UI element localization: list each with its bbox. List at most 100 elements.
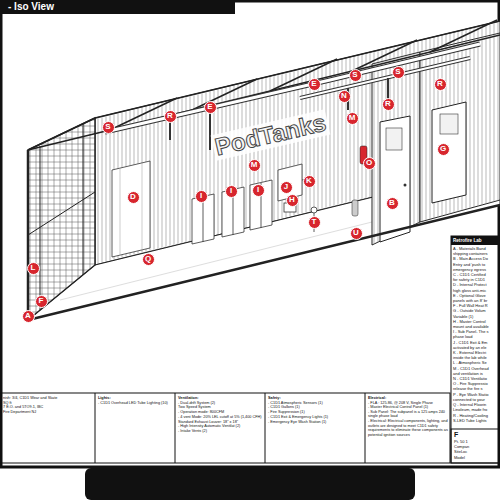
panel-item: H - Master Control: [453, 319, 500, 324]
info-table: [1, 236, 499, 463]
panel-item: O - Fire Suppressio: [453, 381, 500, 386]
spec-text: Fire Department NJ: [3, 410, 93, 415]
panel-item: high gloss anti-mic: [453, 288, 500, 293]
ventilation-ducts-part: [387, 78, 389, 100]
callout-letter: A: [25, 312, 31, 320]
electrical-panels-part: [311, 207, 317, 213]
safety-cell-group: Safety:- C1D1 Atmospheric Sensors (1)- C…: [268, 396, 363, 424]
callout-circle: R: [164, 110, 177, 123]
callout-letter: K: [306, 177, 312, 185]
safety-cell: - C1D1 Atmospheric Sensors (1): [268, 401, 363, 406]
callout-circle: G: [437, 143, 450, 156]
callout-letter: S: [352, 71, 357, 79]
callout-circle: N: [338, 90, 351, 103]
panel-item: I - Sub Panel- The s: [453, 329, 500, 334]
safety-cell: - C1D1 Gallons (1): [268, 405, 363, 410]
container-roof-frame-part: [28, 118, 95, 150]
lights-cell: - C1D1 Overhead LED Tube Lighting (10): [98, 401, 173, 406]
title-block-text-group: FPt. 50 1CompanSiteLocModel: [454, 431, 498, 460]
callout-letter: M: [349, 114, 356, 122]
fire-extinguishers: [352, 146, 367, 216]
electrical-cell-group: Electrical:- FLA : 125.86, @ 208 V, Sing…: [368, 396, 448, 437]
ventilation-cell: - High Intensity Automatic Ventilat (2): [178, 424, 263, 429]
panel-item-group: A - Materials Bandshipping containersB -…: [453, 246, 500, 423]
panel-heading: Retrofire Lab: [453, 237, 482, 244]
callout-circle: F: [35, 295, 48, 308]
ventilation-cell: Standard Exhaust Louver: 18" x 18": [178, 420, 263, 425]
page-frame-part: [1, 1, 499, 467]
ventilation-cell: - 4 vent Mode: 20% LEL cutoff at 5% (1,4…: [178, 415, 263, 420]
fire-extinguishers-part: [352, 200, 358, 216]
spec-text: SQ ft: [3, 401, 93, 406]
callout-letter: U: [353, 229, 359, 237]
electrical-cell: - Electrical: Electrical components, lig…: [368, 419, 448, 437]
ventilation-ducts-part: [300, 58, 470, 98]
callout-circle: S: [349, 69, 362, 82]
internal-protective-panel-part: [112, 161, 150, 257]
panel-item: panels with an 8' br: [453, 298, 500, 303]
cabinets-part: [250, 180, 272, 230]
callout-circle: U: [350, 227, 363, 240]
ventilation-ducts-part: [300, 58, 470, 98]
callout-letter: M: [251, 161, 258, 169]
title-block-text: Pt. 50 1: [454, 439, 498, 444]
callout-letter: O: [366, 159, 372, 167]
cabinets: [192, 180, 272, 244]
callout-circle: I: [195, 190, 208, 203]
callout-letter: R: [167, 112, 173, 120]
panel-item: N - C1D1 Ventilatio: [453, 376, 500, 381]
callout-circle: J: [280, 181, 293, 194]
callout-circle: H: [286, 194, 299, 207]
callout-circle: R: [382, 98, 395, 111]
title-block-text: SiteLoc: [454, 449, 498, 454]
page-frame-part: [0, 0, 235, 14]
callout-circle: S: [102, 121, 115, 134]
panel-item: phase load: [453, 334, 500, 339]
callout-circle: T: [308, 216, 321, 229]
view-title: - Iso View: [8, 1, 54, 13]
panel-item: Entry and 'push to: [453, 262, 500, 267]
panel-item: D - Internal Protect: [453, 282, 500, 287]
callout-letter: S: [105, 123, 110, 131]
panel-item: connected to your: [453, 397, 500, 402]
callout-circle: K: [303, 175, 316, 188]
ventilation-cell: Ventilation:: [178, 396, 263, 401]
callout-circle: A: [22, 310, 35, 323]
ventilation-cell: Two Speed System: [178, 405, 263, 410]
panel-item: K - External Electri: [453, 350, 500, 355]
callout-letter: T: [312, 218, 317, 226]
callout-letter: D: [130, 193, 136, 201]
callout-letter: I: [200, 192, 202, 200]
callout-letter: F: [39, 297, 44, 305]
partition-wall-part: [386, 128, 402, 150]
safety-cell: - Emergency Eye Wash Station (1): [268, 420, 363, 425]
panel-item: F - Full Wall Heat R: [453, 303, 500, 308]
lights-cell: Lights:: [98, 396, 173, 401]
container-roof-frame: [28, 20, 500, 320]
panel-item: B - Main Access Do: [453, 256, 500, 261]
callout-circle: I: [225, 185, 238, 198]
container-roof-frame-part: [28, 205, 500, 320]
panel-item: P - Eye Wash Statio: [453, 392, 500, 397]
callout-letter: Q: [145, 255, 151, 263]
spec-text: 7 E.O. and 5TO9.1, IBC: [3, 405, 93, 410]
partition-wall-part: [380, 116, 410, 242]
callout-circle: E: [308, 78, 321, 91]
partition-wall-part: [404, 184, 407, 187]
callout-circle: E: [204, 101, 217, 114]
panel-item: M - C1D1 Overhead: [453, 366, 500, 371]
panel-item: R - Heating/Cooling: [453, 413, 500, 418]
callout-letter: B: [389, 199, 395, 207]
container-roof-frame-part: [95, 21, 500, 118]
ventilation-cell: - Operation mode: 800CFM: [178, 410, 263, 415]
panel-item: Linoleum, made fro: [453, 407, 500, 412]
safety-cell: Safety:: [268, 396, 363, 401]
device-bezel-part: [85, 468, 415, 500]
far-room-wall-part: [432, 102, 466, 203]
panel-item: G - Outside Volum: [453, 308, 500, 313]
electrical-cell: - Sub Panel: The subpanel is a 125 amps …: [368, 410, 448, 419]
ventilation-cell: - Intake Vents (2): [178, 429, 263, 434]
spec-text: nish: 3/4, C1D1 Wear and Skate: [3, 396, 93, 401]
electrical-cell: - Master Electrical Control Panel (1): [368, 405, 448, 410]
